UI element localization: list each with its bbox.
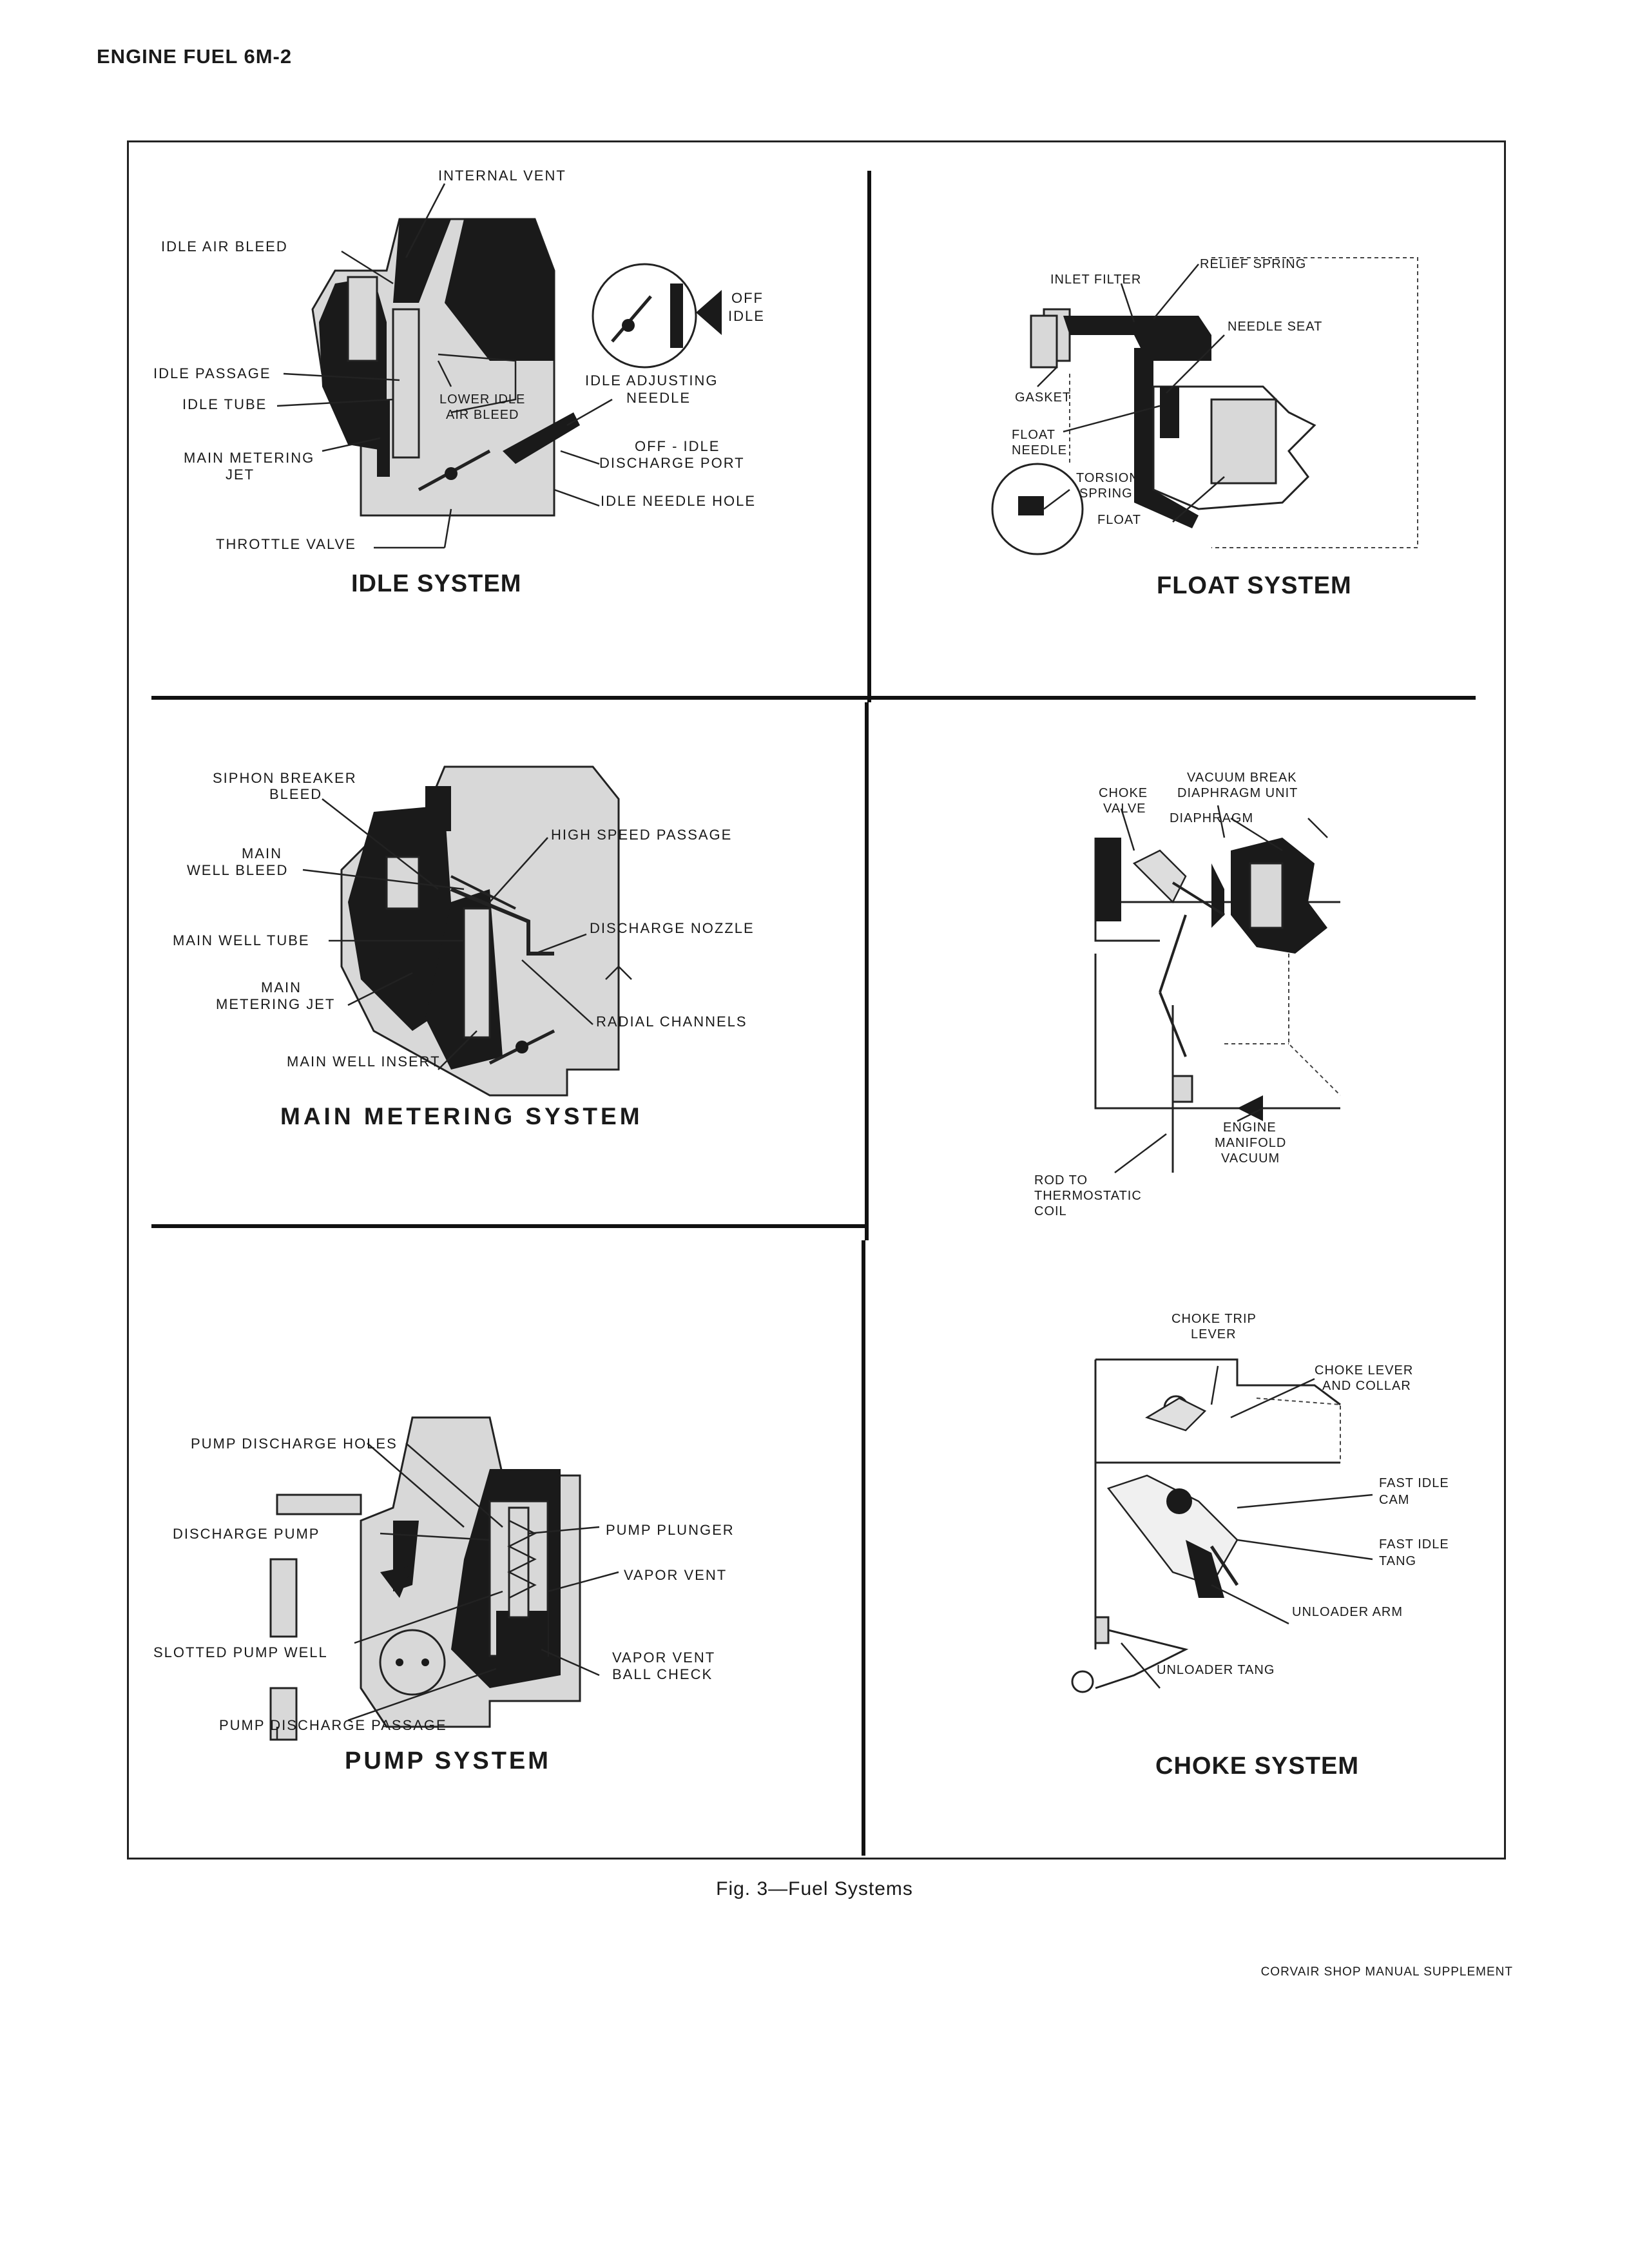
label-diaphragm: DIAPHRAGM [1170, 811, 1254, 825]
label-internal-vent: INTERNAL VENT [438, 168, 566, 184]
label-float-needle-b: NEEDLE [1012, 443, 1068, 457]
label-pump-discharge-passage: PUMP DISCHARGE PASSAGE [219, 1717, 447, 1733]
label-unloader-tang: UNLOADER TANG [1157, 1663, 1275, 1677]
divider-horizontal-upper [151, 696, 1476, 700]
label-vapor-vent-ball-a: VAPOR VENT [612, 1649, 716, 1666]
idle-system-drawing [276, 183, 722, 549]
label-idle-needle-hole: IDLE NEEDLE HOLE [601, 493, 757, 509]
title-idle-system: IDLE SYSTEM [351, 570, 522, 597]
label-needle-seat: NEEDLE SEAT [1228, 320, 1323, 334]
label-float: FLOAT [1097, 513, 1141, 527]
label-choke-lever-b: AND COLLAR [1322, 1379, 1411, 1393]
divider-vertical-upper [867, 171, 871, 702]
label-unloader-arm: UNLOADER ARM [1292, 1605, 1403, 1619]
label-vacuum-break-b: DIAPHRAGM UNIT [1177, 786, 1298, 800]
divider-vertical-middle [865, 702, 869, 1240]
label-choke-valve-a: CHOKE [1099, 786, 1148, 800]
label-main-well-insert: MAIN WELL INSERT [287, 1053, 441, 1070]
title-choke-system: CHOKE SYSTEM [1155, 1753, 1360, 1780]
label-main-well-bleed-a: MAIN [242, 845, 282, 861]
label-engine-vacuum-c: VACUUM [1221, 1151, 1280, 1166]
label-discharge-pump: DISCHARGE PUMP [173, 1526, 320, 1542]
label-fast-idle-cam-b: CAM [1379, 1493, 1410, 1507]
label-torsion-spring-a: TORSION [1076, 471, 1139, 485]
figure-frame [127, 140, 1506, 1860]
label-inlet-filter: INLET FILTER [1050, 273, 1142, 287]
label-main-metering-b: JET [226, 466, 255, 483]
label-fast-idle-tang-b: TANG [1379, 1554, 1417, 1568]
divider-vertical-lower [862, 1240, 865, 1856]
label-engine-vacuum-b: MANIFOLD [1215, 1136, 1287, 1150]
choke-system-drawing [1071, 1358, 1373, 1693]
divider-horizontal-lower [151, 1224, 865, 1228]
label-high-speed-passage: HIGH SPEED PASSAGE [551, 827, 733, 843]
label-float-needle-a: FLOAT [1012, 428, 1055, 442]
label-gasket: GASKET [1015, 390, 1072, 405]
label-throttle-valve: THROTTLE VALVE [216, 536, 356, 552]
label-main-metering-jet-b: METERING JET [216, 996, 336, 1012]
label-radial-channels: RADIAL CHANNELS [596, 1014, 747, 1030]
page-footer: CORVAIR SHOP MANUAL SUPPLEMENT [1260, 1965, 1513, 1979]
label-choke-trip-b: LEVER [1191, 1327, 1237, 1341]
label-pump-plunger: PUMP PLUNGER [606, 1522, 735, 1538]
page-header: ENGINE FUEL 6M-2 [97, 45, 293, 68]
label-main-metering-a: MAIN METERING [184, 450, 315, 466]
label-engine-vacuum-a: ENGINE [1223, 1120, 1277, 1135]
label-torsion-spring-b: SPRING [1079, 486, 1133, 501]
label-main-well-tube: MAIN WELL TUBE [173, 932, 310, 948]
label-lower-idle-a: LOWER IDLE [439, 392, 526, 407]
label-fast-idle-tang-a: FAST IDLE [1379, 1537, 1449, 1552]
label-idle-passage: IDLE PASSAGE [153, 365, 271, 381]
label-off-idle-b: IDLE [728, 308, 765, 324]
label-fast-idle-cam-a: FAST IDLE [1379, 1476, 1449, 1490]
label-rod-c: COIL [1034, 1204, 1067, 1218]
label-main-metering-jet-a: MAIN [261, 979, 302, 995]
label-choke-trip-a: CHOKE TRIP [1171, 1312, 1257, 1326]
main-metering-drawing [302, 765, 632, 1097]
label-discharge-nozzle: DISCHARGE NOZZLE [590, 920, 755, 936]
label-choke-valve-b: VALVE [1103, 802, 1146, 816]
float-system-drawing [991, 257, 1418, 555]
label-lower-idle-b: AIR BLEED [446, 408, 519, 422]
label-vapor-vent: VAPOR VENT [624, 1567, 728, 1583]
label-idle-adjusting-a: IDLE ADJUSTING [585, 372, 718, 389]
label-siphon-breaker-b: BLEED [269, 786, 323, 802]
label-main-well-bleed-b: WELL BLEED [187, 862, 289, 878]
figure-caption: Fig. 3—Fuel Systems [716, 1878, 913, 1899]
label-off-idle-a: OFF [731, 290, 764, 306]
label-vapor-vent-ball-b: BALL CHECK [612, 1666, 713, 1682]
label-discharge-port-a: OFF - IDLE [635, 438, 720, 454]
label-siphon-breaker-a: SIPHON BREAKER [213, 770, 357, 786]
label-idle-air-bleed: IDLE AIR BLEED [161, 238, 288, 255]
title-pump-system: PUMP SYSTEM [345, 1747, 551, 1774]
label-idle-adjusting-b: NEEDLE [626, 390, 691, 406]
label-pump-discharge-holes: PUMP DISCHARGE HOLES [191, 1436, 398, 1452]
label-relief-spring: RELIEF SPRING [1200, 257, 1307, 271]
label-idle-tube: IDLE TUBE [182, 396, 267, 412]
label-choke-lever-a: CHOKE LEVER [1315, 1363, 1414, 1378]
label-vacuum-break-a: VACUUM BREAK [1187, 771, 1297, 785]
label-discharge-port-b: DISCHARGE PORT [599, 455, 745, 471]
pump-system-drawing [269, 1416, 619, 1741]
label-rod-a: ROD TO [1034, 1173, 1088, 1187]
title-float-system: FLOAT SYSTEM [1157, 572, 1352, 599]
vacuum-break-drawing [1094, 805, 1341, 1173]
title-main-metering-system: MAIN METERING SYSTEM [280, 1103, 643, 1129]
label-slotted-pump-well: SLOTTED PUMP WELL [153, 1644, 328, 1660]
label-rod-b: THERMOSTATIC [1034, 1189, 1142, 1203]
